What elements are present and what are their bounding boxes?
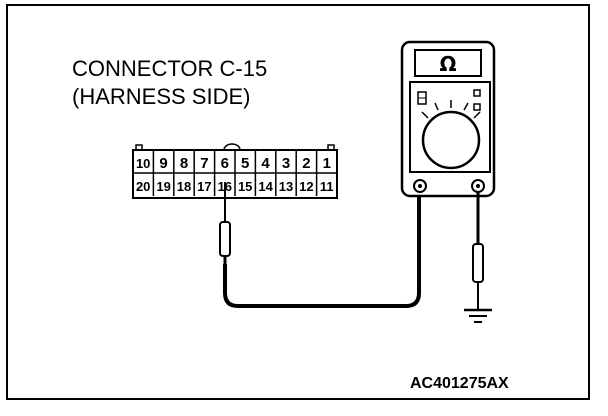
connector-latch [223,143,241,151]
connector-subtitle: (HARNESS SIDE) [72,84,251,109]
ohmmeter-icon: Ω [400,40,496,198]
diagram-frame [6,4,590,400]
pin-label-2: 2 [302,155,310,172]
pin-label-18: 18 [177,179,191,194]
pin-label-7: 7 [200,155,208,172]
pin-label-3: 3 [282,155,290,172]
pin-label-17: 17 [197,179,211,194]
pin-label-1: 1 [323,155,331,172]
connector-title: CONNECTOR C-15 [72,56,268,81]
pin-label-10: 10 [136,156,150,171]
pin-label-12: 12 [299,179,313,194]
ground-symbol-icon [464,308,492,323]
test-lead [223,186,421,308]
ground-lead [472,192,484,310]
pin-label-13: 13 [279,179,293,194]
figure-code: AC401275AX [410,375,509,392]
pin-label-14: 14 [258,179,273,194]
pin-label-8: 8 [180,155,188,172]
ohm-symbol: Ω [439,52,456,76]
pin-label-20: 20 [136,179,150,194]
test-probe-icon [219,182,231,264]
pin-label-4: 4 [261,155,270,172]
pin-label-15: 15 [238,179,252,194]
pin-label-9: 9 [159,155,167,172]
pin-label-6: 6 [221,155,229,172]
pin-label-5: 5 [241,155,249,172]
pin-label-19: 19 [156,179,170,194]
pin-label-11: 11 [320,179,334,194]
